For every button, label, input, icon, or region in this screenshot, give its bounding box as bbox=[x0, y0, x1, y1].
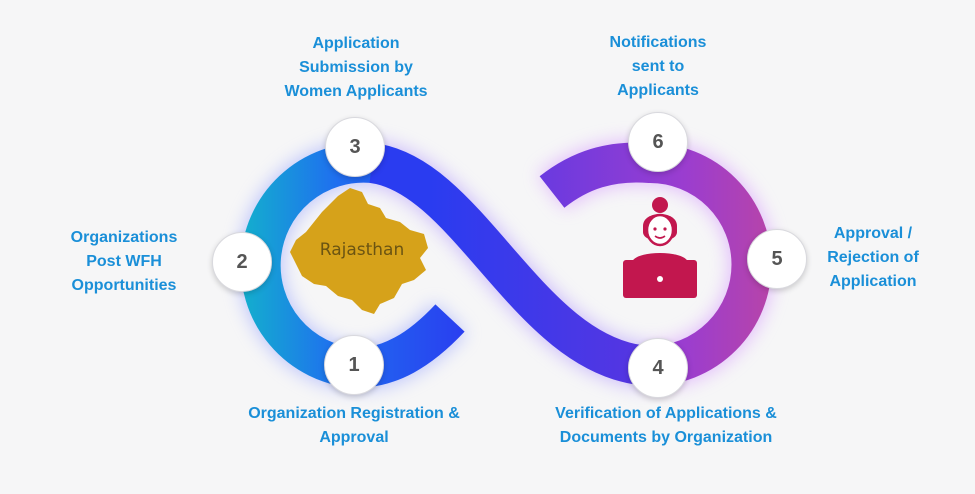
woman-at-laptop-icon bbox=[623, 197, 697, 298]
step-node-4: 4 bbox=[628, 338, 688, 398]
step-label-2: Organizations Post WFH Opportunities bbox=[70, 229, 178, 294]
rajasthan-map-label: Rajasthan bbox=[319, 240, 405, 260]
step-label-6: Notifications sent to Applicants bbox=[609, 34, 707, 99]
step-label-3: Application Submission by Women Applican… bbox=[284, 35, 428, 100]
rajasthan-map-icon bbox=[290, 188, 428, 314]
step-node-6: 6 bbox=[628, 112, 688, 172]
step-label-1: Organization Registration & Approval bbox=[248, 405, 460, 446]
step-node-1: 1 bbox=[324, 335, 384, 395]
step-node-3: 3 bbox=[325, 117, 385, 177]
step-node-5: 5 bbox=[747, 229, 807, 289]
step-label-5: Approval / Rejection of Application bbox=[827, 225, 919, 290]
step-label-4: Verification of Applications & Documents… bbox=[555, 405, 777, 446]
loop-right-segment bbox=[539, 142, 772, 386]
loop-cross-segment bbox=[368, 143, 653, 386]
step-node-2: 2 bbox=[212, 232, 272, 292]
